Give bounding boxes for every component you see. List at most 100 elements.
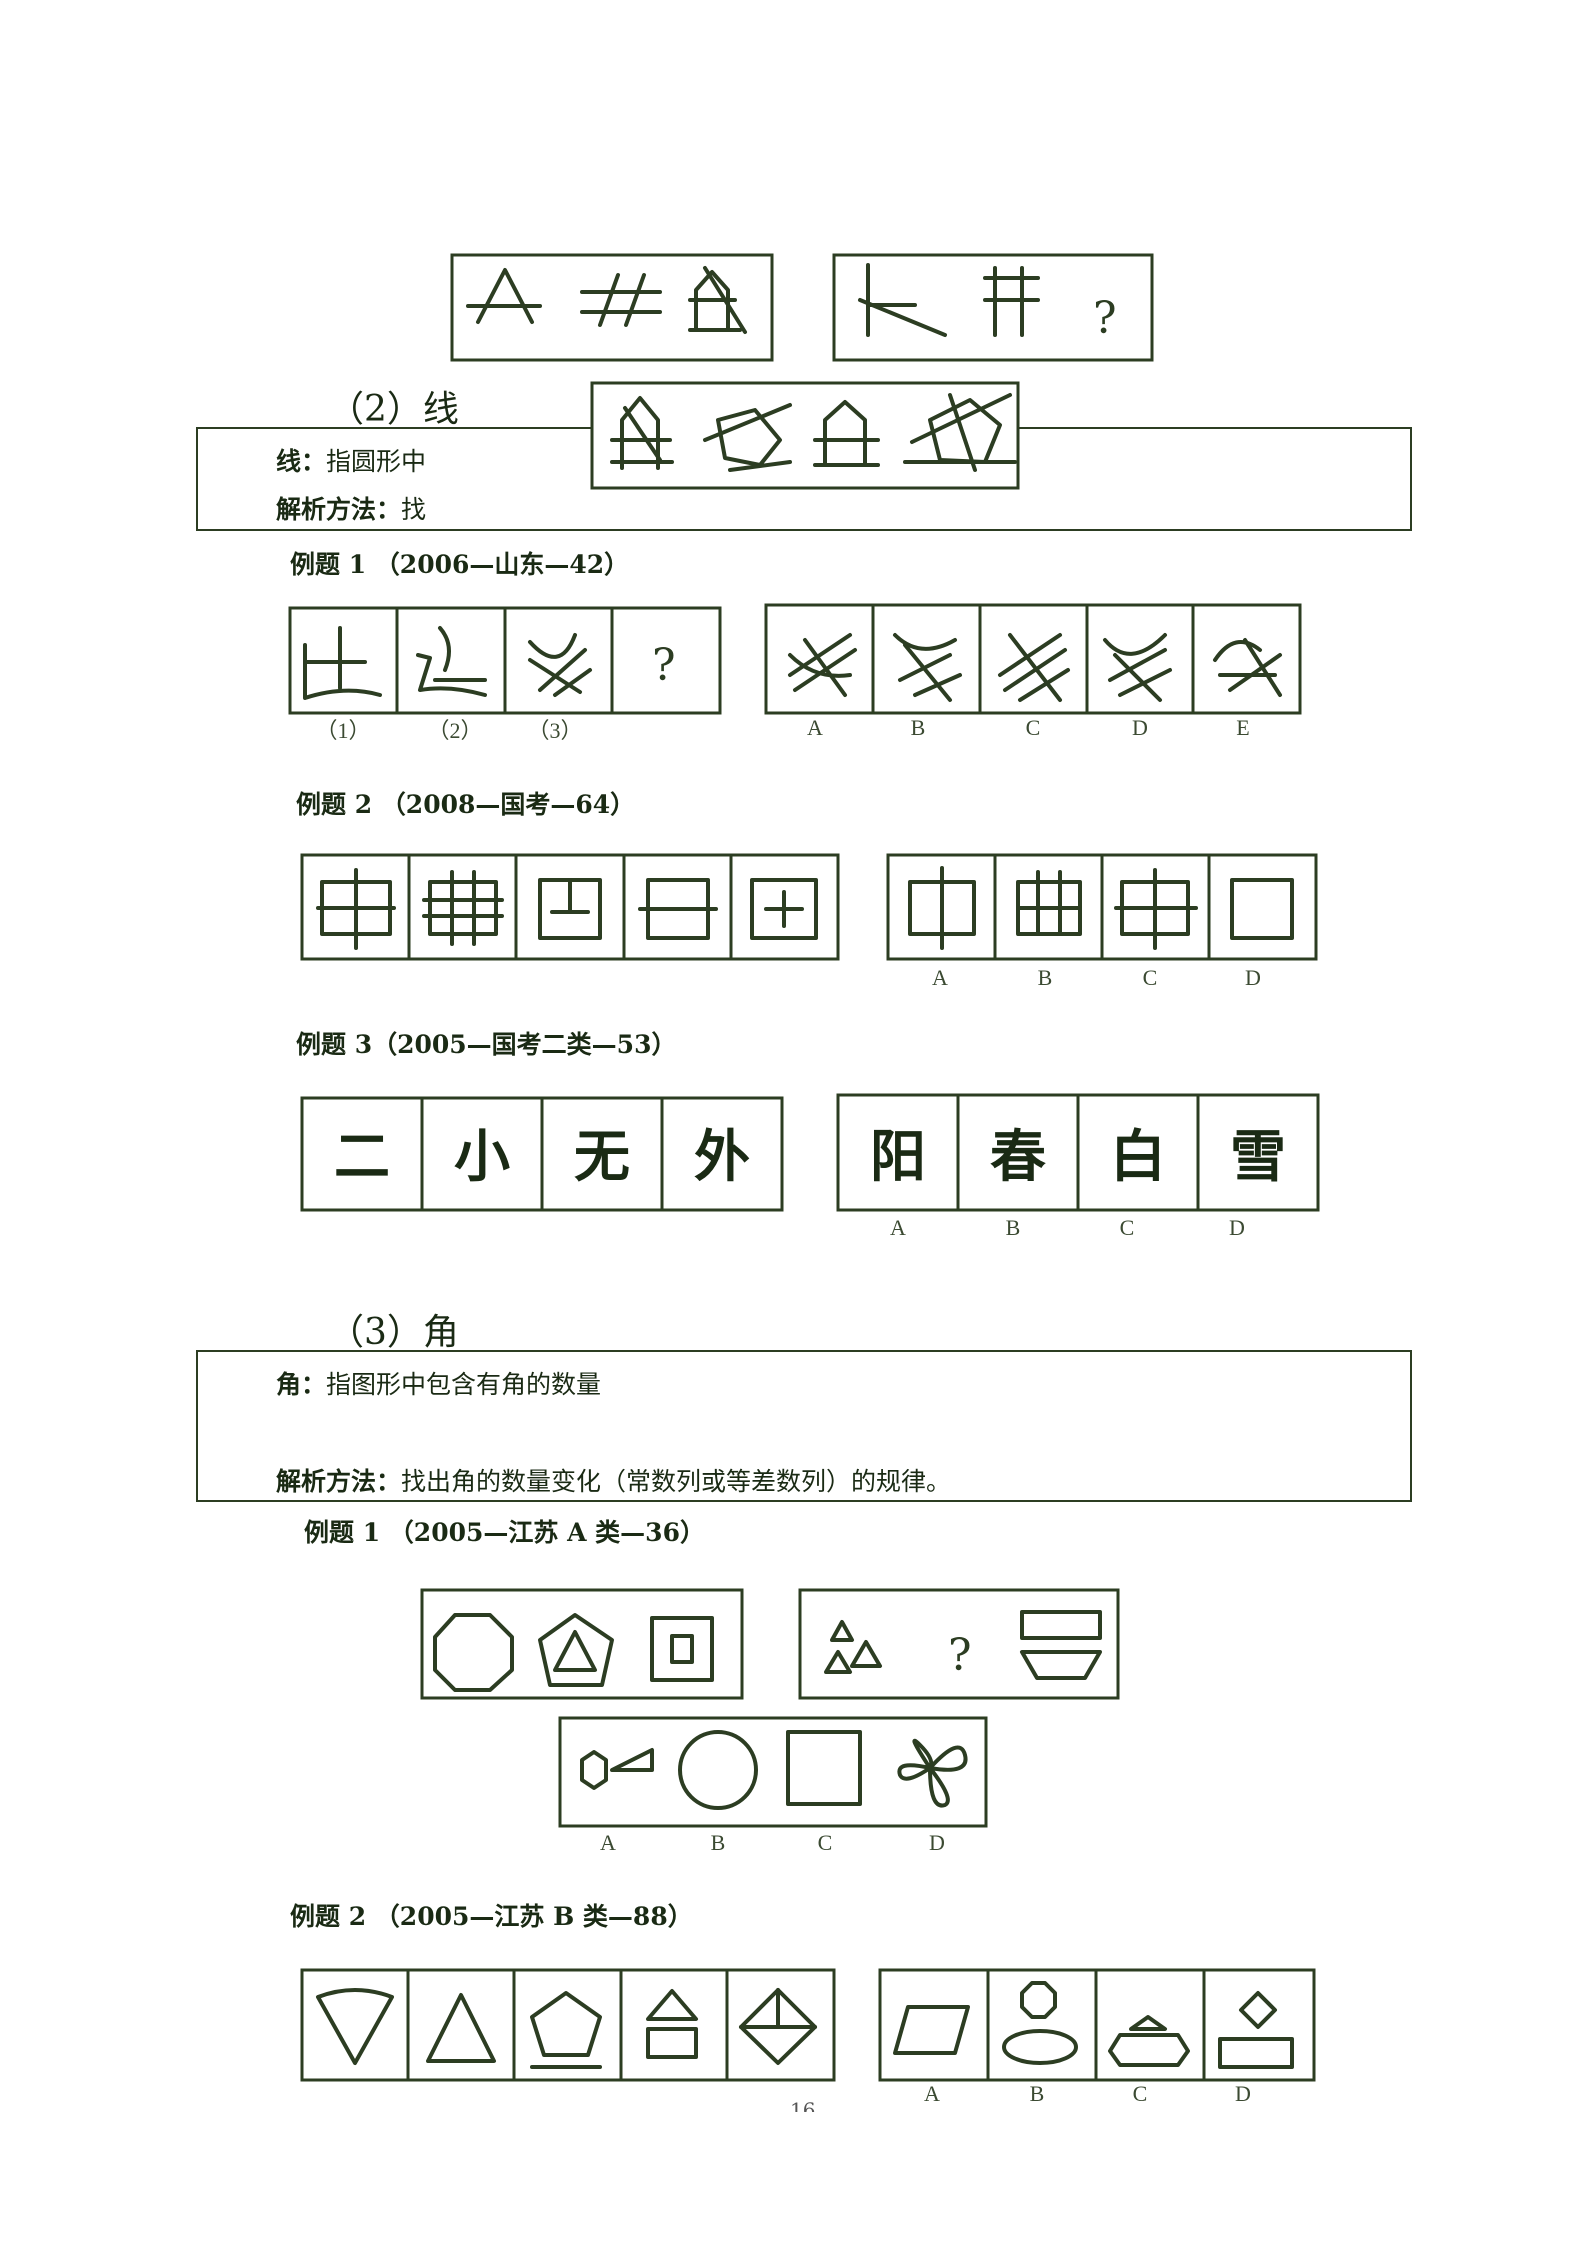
section-2-method-term: 解析方法：	[276, 495, 402, 524]
example-5-title: 例题 2 （2005—江苏 B 类—88）	[290, 1902, 693, 1931]
ex1-option-fig-c-line	[998, 633, 1062, 677]
ex5-option-fig-d-rect	[1218, 2037, 1294, 2069]
section-2-heading: （2）线	[328, 389, 459, 430]
top-stem-fig-2	[580, 273, 662, 327]
ex4-option-fig-b-circle	[678, 1730, 758, 1810]
ex1-stem-fig-3-line	[538, 648, 587, 692]
ex2-option-fig-c	[1114, 868, 1198, 950]
ex1-question-mark: ?	[652, 640, 676, 691]
ex1-stem-fig-3-line	[553, 668, 592, 697]
ex4-stem-octagon	[433, 1613, 514, 1692]
ex1-option-fig-b	[893, 633, 962, 702]
example-2-title: 例题 2 （2008—国考—64）	[296, 790, 636, 819]
top-question-mark: ?	[1093, 293, 1117, 344]
top-options-overlay-line	[703, 403, 792, 442]
ex1-stem-label-3: （3）	[527, 718, 582, 743]
ex1-option-fig-e-line	[1243, 638, 1282, 697]
ex3-option-char-b: 春	[990, 1125, 1046, 1190]
ex2-option-fig-b	[1016, 870, 1082, 936]
top-stem-fig-5	[983, 266, 1040, 337]
example-3-figure: 二 小 无 外 阳 春 白 雪 A B C D	[300, 1093, 1320, 1240]
top-options-overlay-polygon	[716, 408, 782, 467]
ex3-stem-char-2: 小	[454, 1125, 510, 1190]
section-3-heading: （3）角	[328, 1312, 459, 1353]
ex3-option-label-c: C	[1120, 1215, 1135, 1240]
ex1-option-fig-e-path	[1213, 640, 1262, 662]
ex5-option-fig-d-polygon	[1239, 1991, 1277, 2029]
ex4-stem-pentagon-triangle	[538, 1613, 614, 1687]
ex5-option-fig-b	[1002, 1981, 1078, 2065]
ex4-option-label-b: B	[711, 1830, 726, 1855]
ex1-stem-label-1: （1）	[315, 718, 370, 743]
ex1-stem-fig-3-path	[528, 633, 577, 659]
ex4-option-fig-c	[786, 1730, 862, 1806]
ex1-option-label-c: C	[1026, 715, 1041, 740]
section-2-def-text: 指圆形中	[326, 447, 427, 476]
ex2-stem-fig-5-rect	[750, 878, 818, 940]
section-3-method-text: 找出角的数量变化（常数列或等差数列）的规律。	[401, 1467, 952, 1496]
ex5-option-label-c: C	[1133, 2081, 1148, 2106]
ex3-option-char-c: 白	[1110, 1125, 1166, 1190]
example-5-figure: A B C D	[300, 1968, 1316, 2106]
ex4-stem-triangles-polygon	[850, 1640, 882, 1668]
section-3-method: 解析方法：找出角的数量变化（常数列或等差数列）的规律。	[276, 1462, 951, 1498]
ex1-option-fig-d-path	[1103, 633, 1167, 656]
ex2-option-label-a: A	[932, 965, 948, 990]
top-options-overlay-line	[623, 406, 662, 462]
ex5-stem-triangle-over-rect	[646, 1989, 698, 2059]
ex3-option-char-d: 雪	[1230, 1125, 1286, 1190]
example-3-title: 例题 3（2005—国考二类—53）	[296, 1030, 677, 1059]
ex4-option-fig-d-path	[897, 1738, 968, 1808]
top-stem-fig-1	[466, 268, 542, 324]
ex1-option-label-a: A	[807, 715, 823, 740]
top-stem-fig-3	[688, 266, 747, 334]
ex1-option-fig-b-line	[913, 673, 962, 697]
ex1-option-fig-a-line	[788, 633, 852, 677]
ex4-option-fig-a-polygon	[580, 1750, 608, 1790]
top-options-overlay-polyline	[620, 396, 660, 470]
ex5-stem-triangle-polygon	[426, 1993, 496, 2063]
ex5-option-fig-a	[893, 2005, 970, 2055]
section-3-def-text: 指图形中包含有角的数量	[326, 1370, 602, 1399]
example-2-figure: A B C D	[300, 853, 1318, 990]
ex3-stem-char-4: 外	[694, 1125, 750, 1190]
ex4-stem-rect-hexagon	[1020, 1610, 1102, 1680]
example-1-title: 例题 1 （2006—山东—42）	[290, 550, 630, 579]
ex5-option-fig-c-polygon	[1129, 2015, 1167, 2031]
section-3-def-term: 角：	[276, 1370, 327, 1399]
ex3-stem-char-1: 二	[334, 1125, 390, 1190]
section-3-method-term: 解析方法：	[276, 1467, 402, 1496]
top-options-overlay-line	[910, 393, 1012, 444]
top-options-overlay-polyline	[823, 400, 867, 467]
ex1-option-fig-a-line	[803, 638, 847, 697]
section-3-definition-box	[196, 1350, 1412, 1502]
ex2-stem-fig-2-rect	[428, 880, 498, 936]
ex1-option-fig-a-path	[788, 653, 852, 678]
ex1-option-label-b: B	[911, 715, 926, 740]
top-options-overlay-polygon	[928, 398, 1002, 464]
ex1-option-fig-c	[998, 633, 1070, 702]
ex4-stem-rect-hexagon-polygon	[1020, 1650, 1102, 1680]
ex1-option-fig-d-line	[1118, 668, 1172, 697]
ex2-stem-fig-5	[750, 878, 818, 940]
ex1-option-fig-e	[1213, 638, 1282, 697]
ex4-option-fig-a	[580, 1748, 654, 1790]
top-options-overlay-rect	[590, 381, 1020, 490]
ex1-option-fig-b-line	[903, 643, 952, 702]
ex4-option-label-a: A	[600, 1830, 616, 1855]
top-options-overlay-line	[728, 460, 792, 472]
top-stem-fig-2-line	[598, 273, 620, 327]
ex4-option-fig-d	[897, 1738, 968, 1808]
section-3-definition: 角：指图形中包含有角的数量	[276, 1365, 601, 1401]
section-2-definition: 线：指圆形中	[276, 442, 426, 478]
ex4-option-label-d: D	[929, 1830, 945, 1855]
ex4-stem-pentagon-triangle-polygon	[553, 1630, 597, 1672]
ex1-option-fig-b-path	[893, 633, 957, 651]
ex5-option-label-b: B	[1030, 2081, 1045, 2106]
ex4-stem-rect-hexagon-rect	[1020, 1610, 1102, 1640]
ex1-stem-fig-2-path	[438, 626, 451, 672]
ex5-stem-split-diamond	[739, 1988, 817, 2065]
ex4-option-fig-a-polygon	[610, 1748, 654, 1772]
ex3-option-label-a: A	[890, 1215, 906, 1240]
ex2-option-label-c: C	[1143, 965, 1158, 990]
